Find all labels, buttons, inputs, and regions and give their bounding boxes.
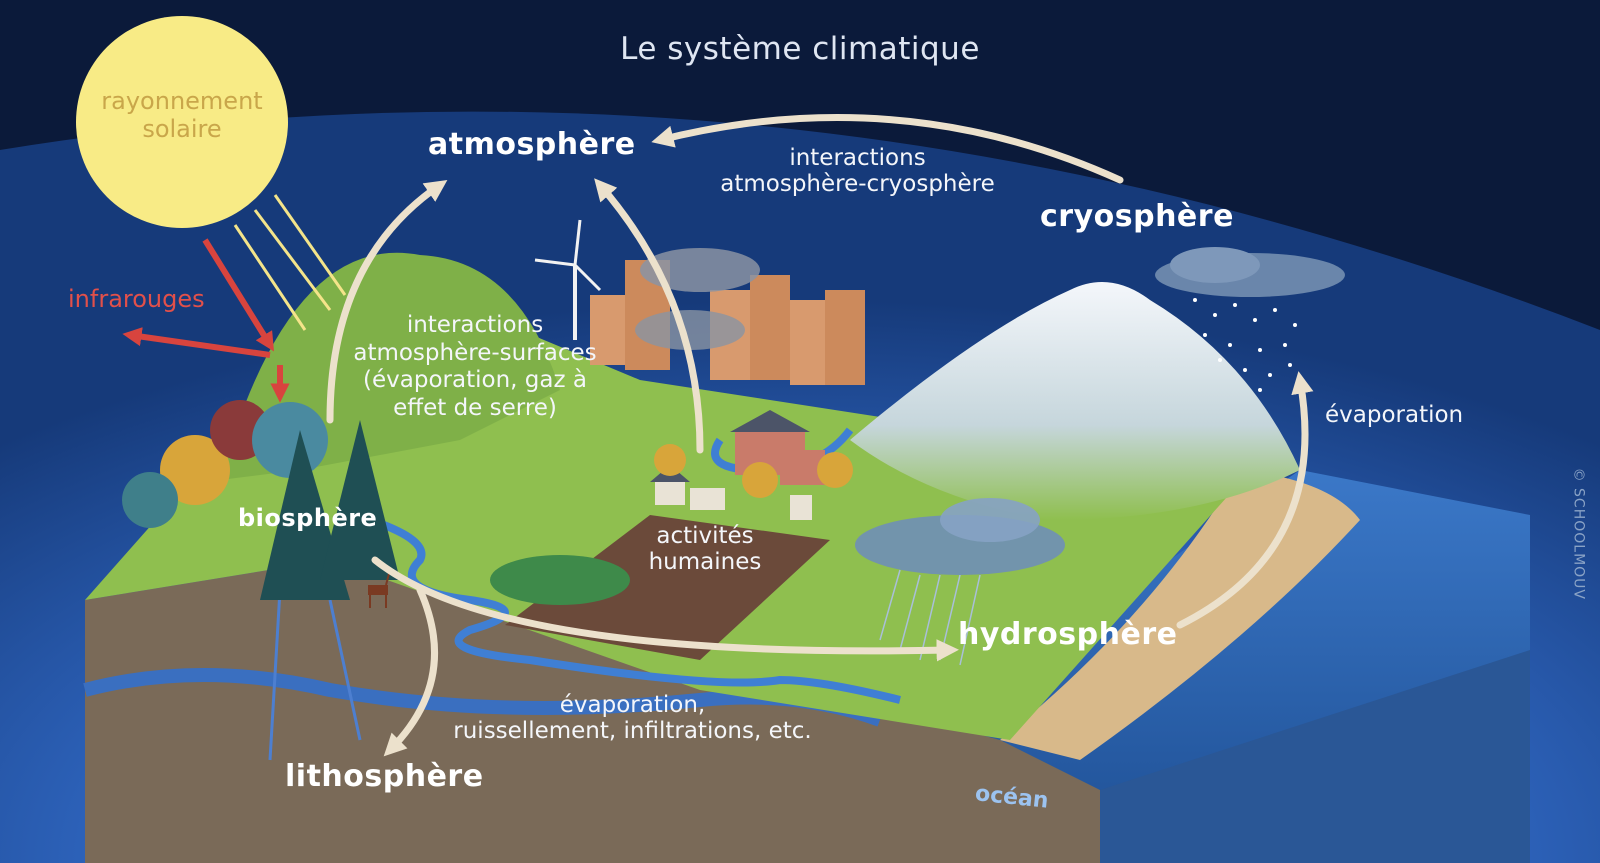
cryosphere-label: cryosphère xyxy=(1040,199,1234,234)
cloud-icon xyxy=(855,247,1345,666)
tree-icon xyxy=(122,400,853,600)
arrow-surface-atmosphere xyxy=(326,179,448,424)
interactions-cryo-line2: atmosphère-cryosphère xyxy=(720,171,995,198)
interactions-cryo-line1: interactions xyxy=(789,145,926,171)
interaction-arrows xyxy=(326,114,1314,757)
sun-icon xyxy=(76,16,288,228)
interactions-surfaces-line2: atmosphère-surfaces xyxy=(353,339,597,366)
human-activities-line1: activités xyxy=(656,523,754,549)
arrow-cryosphere-atmosphere xyxy=(651,114,1124,184)
beach xyxy=(1000,470,1360,760)
arrow-biosphere-hydrosphere xyxy=(371,556,959,662)
arrow-human-atmosphere xyxy=(594,178,704,454)
sun-label: rayonnement solaire xyxy=(82,87,282,143)
sun-label-line1: rayonnement xyxy=(101,87,263,115)
mountain-icon xyxy=(850,282,1300,520)
interactions-surfaces-line4: effet de serre) xyxy=(393,394,557,421)
river xyxy=(368,516,901,704)
evaporation-runoff-line1: évaporation, xyxy=(559,692,706,718)
solar-rays xyxy=(233,194,347,331)
city-icon xyxy=(590,248,865,385)
house-icon xyxy=(650,410,825,520)
biosphere-label: biosphère xyxy=(238,504,378,532)
sun-label-line2: solaire xyxy=(142,114,222,143)
arrow-biosphere-lithosphere xyxy=(383,586,439,757)
human-activities-label: activités humaines xyxy=(635,523,775,576)
interactions-cryosphere-label: interactions atmosphère-cryosphère xyxy=(700,145,1015,198)
interactions-surfaces-line3: (évaporation, gaz à xyxy=(363,367,587,394)
ocean-side xyxy=(1100,650,1530,863)
evaporation-runoff-label: évaporation, ruissellement, infiltration… xyxy=(430,692,835,745)
farm-field xyxy=(505,515,830,660)
interactions-surfaces-line1: interactions xyxy=(406,312,544,338)
wind-turbine-icon xyxy=(534,219,602,340)
page-title: Le système climatique xyxy=(620,31,980,67)
interactions-surfaces-label: interactions atmosphère-surfaces (évapor… xyxy=(335,312,615,422)
human-activities-line2: humaines xyxy=(648,549,762,576)
arrow-hydrosphere-evaporation xyxy=(1176,371,1314,629)
lithosphere-label: lithosphère xyxy=(285,759,484,794)
watermark: © SCHOOLMOUV xyxy=(1570,467,1586,600)
atmosphere-label: atmosphère xyxy=(428,127,636,162)
infrared-label: infrarouges xyxy=(68,285,205,313)
snowfall xyxy=(1193,298,1297,392)
hydrosphere-label: hydrosphère xyxy=(958,617,1178,652)
evaporation-label: évaporation xyxy=(1325,402,1464,428)
infrared-arrows xyxy=(122,238,290,403)
evaporation-runoff-line2: ruissellement, infiltrations, etc. xyxy=(453,718,812,745)
